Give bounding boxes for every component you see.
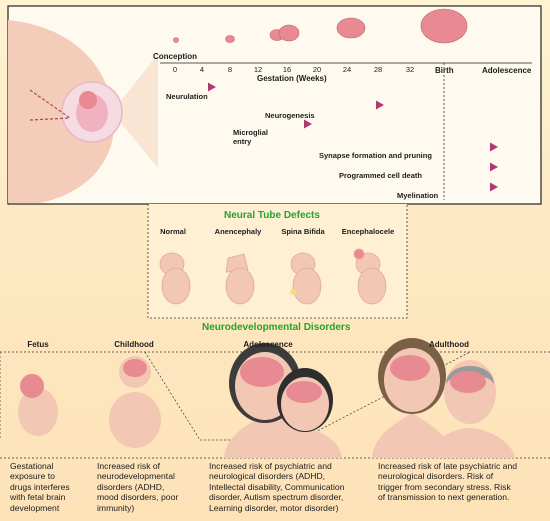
neural-tube-panel <box>147 204 408 319</box>
axis-tick-24: 24 <box>342 65 352 74</box>
process-arrowhead-1 <box>376 100 384 110</box>
fetus-icon <box>18 374 58 436</box>
adolescent-icons <box>224 343 342 458</box>
process-arrowhead-2 <box>304 119 312 129</box>
axis-tick-16: 16 <box>282 65 292 74</box>
process-label-myelination: Myelination <box>397 191 439 200</box>
stage-fetus-desc: Gestational exposure to drugs interferes… <box>10 461 70 513</box>
process-label-cell-death: Programmed cell death <box>339 171 422 180</box>
process-label-synapse: Synapse formation and pruning <box>319 151 432 160</box>
pregnant-figure-icon <box>8 20 158 203</box>
stage-adulthood-label: Adulthood <box>429 340 469 349</box>
birth-label: Birth <box>435 66 454 75</box>
embryo-icons <box>159 248 387 305</box>
process-label-microglial-entry: Microglial entry <box>233 128 269 146</box>
axis-tick-28: 28 <box>373 65 383 74</box>
ntd-spina-bifida-label: Spina Bifida <box>281 227 325 236</box>
stage-adolescence-label: Adolescence <box>243 340 293 349</box>
stage-childhood-desc: Increased risk of neurodevelopmental dis… <box>97 461 179 513</box>
neurodev-title: Neurodevelopmental Disorders <box>202 322 351 333</box>
process-arrowhead-0 <box>208 82 216 92</box>
axis-tick-0: 0 <box>172 65 178 74</box>
adolescence-axis-label: Adolescence <box>482 66 532 75</box>
stage-fetus-label: Fetus <box>27 340 49 349</box>
axis-tick-32: 32 <box>405 65 415 74</box>
gestation-axis-label: Gestation (Weeks) <box>257 74 327 83</box>
axis-tick-8: 8 <box>227 65 233 74</box>
neural-tube-title: Neural Tube Defects <box>224 210 320 221</box>
process-label-neurogenesis: Neurogenesis <box>265 111 315 120</box>
process-arrowhead-5 <box>490 182 498 192</box>
axis-tick-4: 4 <box>199 65 205 74</box>
child-icon <box>109 356 161 448</box>
ntd-normal-label: Normal <box>160 227 186 236</box>
adult-icons <box>372 338 515 458</box>
stage-adolescence-desc: Increased risk of psychiatric and neurol… <box>209 461 345 513</box>
conception-label: Conception <box>153 52 197 61</box>
axis-tick-12: 12 <box>253 65 263 74</box>
brain-growth-icons <box>173 8 468 44</box>
process-arrowhead-3 <box>490 142 498 152</box>
process-arrows <box>168 82 498 192</box>
stage-adulthood-desc: Increased risk of late psychiatric and n… <box>378 461 517 503</box>
ntd-anencephaly-label: Anencephaly <box>214 227 262 236</box>
axis-tick-20: 20 <box>312 65 322 74</box>
process-label-neurulation: Neurulation <box>166 92 208 101</box>
ntd-encephalocele-label: Encephalocele <box>341 227 395 236</box>
stage-childhood-label: Childhood <box>114 340 154 349</box>
process-arrowhead-4 <box>490 162 498 172</box>
